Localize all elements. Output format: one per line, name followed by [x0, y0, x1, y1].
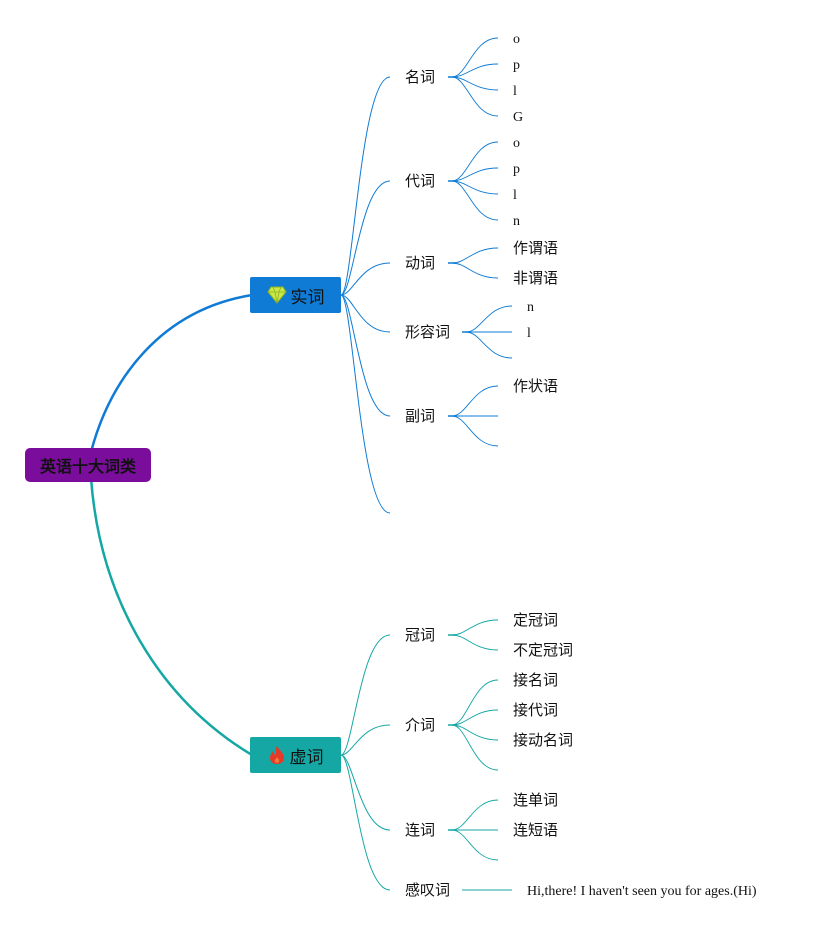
branch-shici[interactable]: 实词 — [250, 277, 341, 313]
branch-connector — [340, 724, 391, 756]
branch-connector — [340, 294, 391, 417]
branch-connector — [340, 180, 391, 296]
branch-connector — [340, 754, 391, 891]
branch-connector — [340, 634, 391, 756]
leaf-connector — [451, 679, 499, 726]
leaf-node[interactable]: 接动名词 — [513, 733, 574, 749]
leaf-connector — [451, 262, 499, 279]
root-connector — [89, 293, 253, 453]
node-daici[interactable]: 代词 — [405, 174, 436, 190]
leaf-connector — [451, 619, 499, 636]
leaf-connector — [465, 331, 513, 359]
leaf-node[interactable]: 连单词 — [513, 793, 559, 809]
branch-connector — [340, 76, 391, 296]
node-fuci[interactable]: 副词 — [405, 409, 436, 425]
leaf-connector — [451, 180, 499, 195]
node-jieci[interactable]: 介词 — [405, 718, 436, 734]
leaf-node[interactable]: 非谓语 — [513, 271, 559, 287]
leaf-node[interactable]: 接名词 — [513, 673, 559, 689]
leaf-node[interactable]: 作谓语 — [513, 241, 559, 257]
branch-connector — [340, 754, 391, 831]
leaf-node[interactable]: 作状语 — [513, 379, 559, 395]
leaf-node[interactable]: p — [513, 58, 520, 73]
leaf-connector — [451, 415, 499, 447]
leaf-connector — [451, 709, 499, 726]
leaf-node[interactable]: Hi,there! I haven't seen you for ages.(H… — [527, 884, 757, 899]
leaf-connector — [451, 247, 499, 264]
leaf-node[interactable]: o — [513, 136, 520, 151]
leaf-connector — [451, 385, 499, 417]
branch-xuci[interactable]: 虚词 — [250, 737, 341, 773]
leaf-connector — [451, 724, 499, 741]
leaf-connector — [451, 634, 499, 651]
leaf-connector — [451, 724, 499, 771]
branch-connector — [340, 294, 391, 333]
leaf-connector — [451, 76, 499, 117]
leaf-node[interactable]: 定冠词 — [513, 613, 559, 629]
leaf-node[interactable]: 接代词 — [513, 703, 559, 719]
leaf-connector — [451, 180, 499, 221]
branch-label: 实词 — [290, 287, 325, 307]
node-lianci[interactable]: 连词 — [405, 823, 436, 839]
leaf-node[interactable]: l — [513, 84, 517, 99]
leaf-node[interactable]: n — [527, 300, 534, 315]
leaf-connector — [451, 167, 499, 182]
node-gantanci[interactable]: 感叹词 — [405, 883, 451, 899]
root-connector — [89, 477, 253, 757]
root-label: 英语十大词类 — [39, 457, 136, 476]
leaf-node[interactable]: p — [513, 162, 520, 177]
node-guanci[interactable]: 冠词 — [405, 628, 436, 644]
leaf-node[interactable]: l — [513, 188, 517, 203]
leaf-connector — [451, 829, 499, 861]
node-dongci[interactable]: 动词 — [405, 256, 436, 272]
branch-connector — [340, 294, 391, 514]
flame-icon — [269, 746, 284, 764]
node-mingci[interactable]: 名词 — [405, 70, 436, 86]
leaf-node[interactable]: G — [513, 110, 524, 125]
leaf-connector — [465, 305, 513, 333]
leaf-node[interactable]: 不定冠词 — [513, 643, 574, 659]
leaf-connector — [451, 63, 499, 78]
leaf-connector — [451, 76, 499, 91]
branch-connector — [340, 262, 391, 296]
leaf-node[interactable]: n — [513, 214, 520, 229]
leaf-node[interactable]: l — [527, 326, 531, 341]
leaf-node[interactable]: o — [513, 32, 520, 47]
leaf-connector — [451, 37, 499, 78]
leaf-node[interactable]: 连短语 — [513, 823, 559, 839]
leaf-connector — [451, 799, 499, 831]
branch-label: 虚词 — [289, 747, 324, 767]
node-xingrongci[interactable]: 形容词 — [405, 325, 451, 341]
diamond-icon — [266, 286, 287, 304]
root-node[interactable]: 英语十大词类 — [25, 448, 151, 482]
leaf-connector — [451, 141, 499, 182]
